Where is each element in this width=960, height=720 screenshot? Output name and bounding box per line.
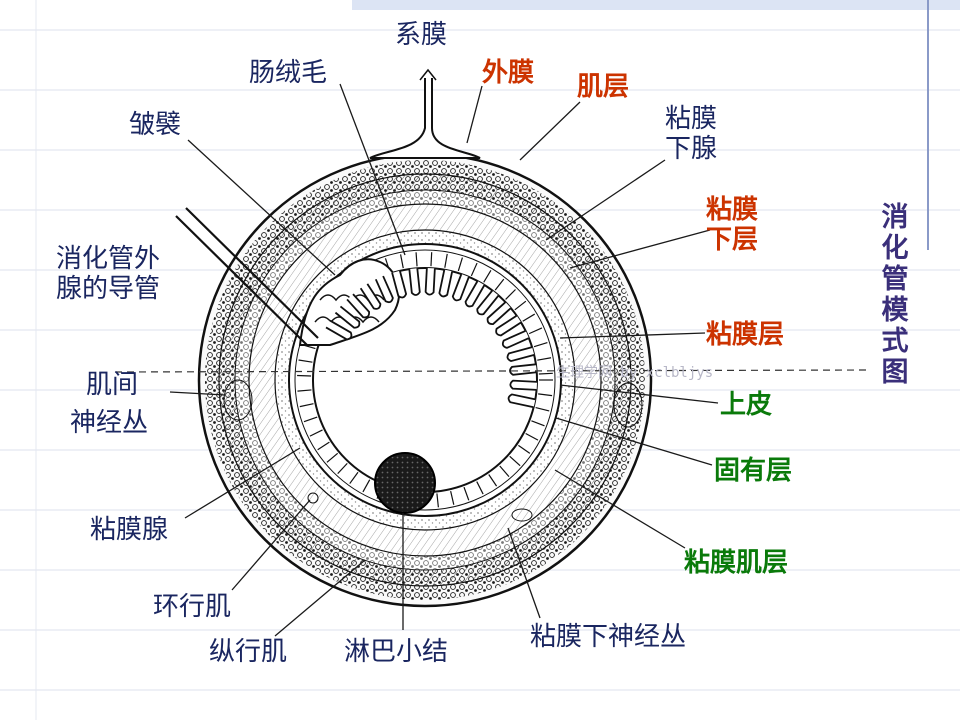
label-intestinal-villi: 肠绒毛 [249,58,328,88]
mucosal-gland-crypt [476,481,484,495]
title-char: 消 [881,202,909,233]
label-gland-duct: 消化管外 腺的导管 [56,244,160,304]
intestinal-villi [325,267,538,409]
title-char: 管 [881,264,909,295]
mucosal-gland-crypt [463,486,470,501]
mucosal-gland-crypt [299,403,314,408]
mucosal-gland-crypt [525,432,539,441]
slide-title: 消 化 管 模 式 图 [877,202,913,388]
title-char: 图 [881,357,909,388]
villus [451,273,470,302]
mucosal-gland-crypt [488,474,498,487]
mucosal-gland-crypt [362,479,371,493]
mucosal-gland-crypt [531,420,545,427]
label-plica: 皱襞 [129,110,182,140]
label-gland-duct-line1: 消化管外 [56,244,161,274]
villus [438,269,454,298]
mucosal-gland-crypt [450,490,455,505]
villus [374,275,394,304]
label-submucosal-gland-line1: 粘膜 [665,104,718,134]
mucosal-gland-crypt [297,389,312,392]
leader-lines [169,83,719,637]
mucosal-gland-crypt [309,429,323,437]
mucosal-gland-crypt [436,493,439,508]
label-myenteric-plexus-line1: 肌间 [86,370,139,400]
mucosal-gland-crypt [337,462,348,475]
villus [476,289,500,316]
mucosal-gland-crypt [326,452,339,463]
gland-duct [175,215,309,347]
label-circular-muscle: 环行肌 [153,592,232,622]
label-submucosa: 粘膜 下层 [706,195,758,255]
mesentery [369,78,481,159]
label-myenteric-plexus: 肌间 神经丛 [70,370,148,438]
mucosal-gland-crypt [298,359,313,363]
label-submucosal-gland-line2: 下腺 [665,134,718,164]
villus [507,393,536,409]
title-char: 化 [881,233,909,264]
label-lamina-propria: 固有层 [714,456,793,486]
villus [509,379,538,391]
label-mesentery: 系膜 [395,20,448,50]
villus [334,305,361,329]
villus [464,280,486,308]
mucosal-gland-crypt [470,262,478,277]
villus [486,301,512,325]
villus [424,267,436,296]
label-submucosal-gland: 粘膜 下腺 [665,104,717,164]
mucosal-gland-crypt [538,393,553,397]
villus [325,319,353,341]
mucosal-gland-crypt [514,300,527,311]
mucosal-gland-crypt [483,269,492,283]
title-char: 模 [881,295,909,326]
villus [359,283,382,310]
label-mucosal-gland: 粘膜腺 [90,515,169,545]
mucosal-gland-crypt [317,441,330,451]
watermark: 生理学网 by xclbljys [556,365,714,381]
label-myenteric-plexus-line2: 神经丛 [70,408,149,438]
mucosal-gland-crypt [535,406,550,412]
villus [506,346,535,363]
mucosal-gland-crypt [537,357,552,361]
label-submucosa-line1: 粘膜 [706,195,759,225]
mucosal-gland-crypt [349,471,359,484]
mucosal-gland-crypt [518,444,531,454]
villus [501,329,530,349]
label-muscularis-mucosae: 粘膜肌层 [684,548,789,578]
villus [495,314,522,337]
mucosal-gland-crypt [538,372,553,375]
mucosal-gland-crypt [303,416,318,423]
villus [509,363,537,376]
mucosal-gland-crypt [430,252,433,267]
mucosal-gland-crypt [522,313,536,322]
label-submucosa-line2: 下层 [706,225,759,255]
label-epithelium: 上皮 [720,390,773,420]
lymph-nodule [374,452,436,514]
mucosal-gland-crypt [509,455,521,467]
villus [391,270,408,299]
mucosal-gland-crypt [457,257,463,272]
label-gland-duct-line2: 腺的导管 [56,274,161,304]
title-char: 式 [881,326,909,357]
mucosal-gland-crypt [505,289,516,300]
mucosal-gland-crypt [415,252,418,267]
mucosal-gland-crypt [444,253,448,268]
mucosal-gland-crypt [399,254,404,269]
label-longitudinal-muscle: 纵行肌 [209,637,288,667]
label-mucosa: 粘膜层 [706,320,785,350]
label-lymph-nodule: 淋巴小结 [344,637,449,667]
label-muscularis: 肌层 [577,72,630,102]
villus [346,293,370,319]
mucosal-gland-crypt [499,465,510,477]
mucosal-gland-crypt [533,342,548,348]
section-midline [114,369,871,373]
mucosal-gland-crypt [494,278,505,291]
villus [408,268,421,296]
label-submucosal-plexus: 粘膜下神经丛 [530,622,687,652]
mucosal-gland-crypt [528,327,543,335]
label-serosa: 外膜 [482,58,535,88]
